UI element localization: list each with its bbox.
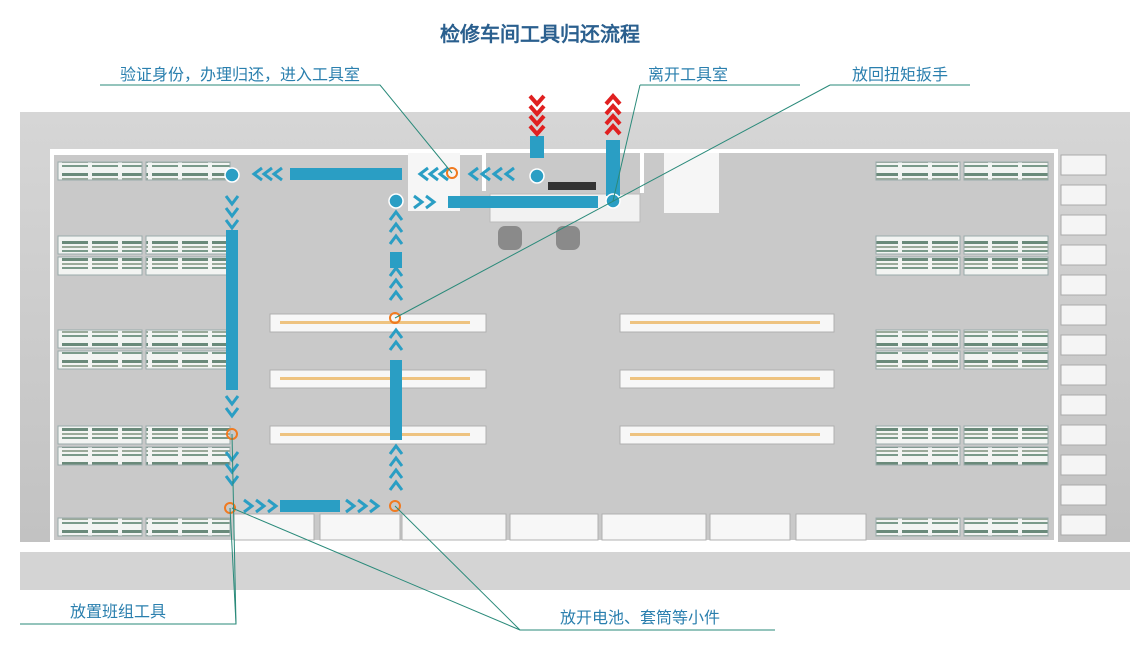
callout-team-tools: 放置班组工具 [70, 602, 167, 621]
callout-lines [20, 84, 970, 631]
bottom-cabinets [233, 513, 867, 541]
right-tool-racks [875, 161, 1049, 537]
callout-leave: 离开工具室 [648, 65, 729, 84]
corridor [20, 552, 1130, 590]
wall-cabinets [1060, 154, 1107, 536]
office-block [664, 153, 719, 213]
chair [498, 226, 522, 250]
flow-chevrons [224, 166, 515, 514]
exit-arrow [604, 92, 622, 136]
callout-small-parts: 放开电池、套筒等小件 [560, 608, 721, 627]
page-title: 检修车间工具归还流程 [440, 22, 640, 46]
wrench-marks [280, 321, 820, 436]
left-tool-racks [57, 161, 231, 537]
counter-monitor [548, 182, 596, 190]
callout-verify: 验证身份，办理归还，进入工具室 [120, 65, 361, 84]
entry-arrow [528, 94, 546, 138]
chair [556, 226, 580, 250]
callout-torque: 放回扭矩扳手 [852, 65, 949, 84]
return-flow-path [226, 136, 620, 512]
